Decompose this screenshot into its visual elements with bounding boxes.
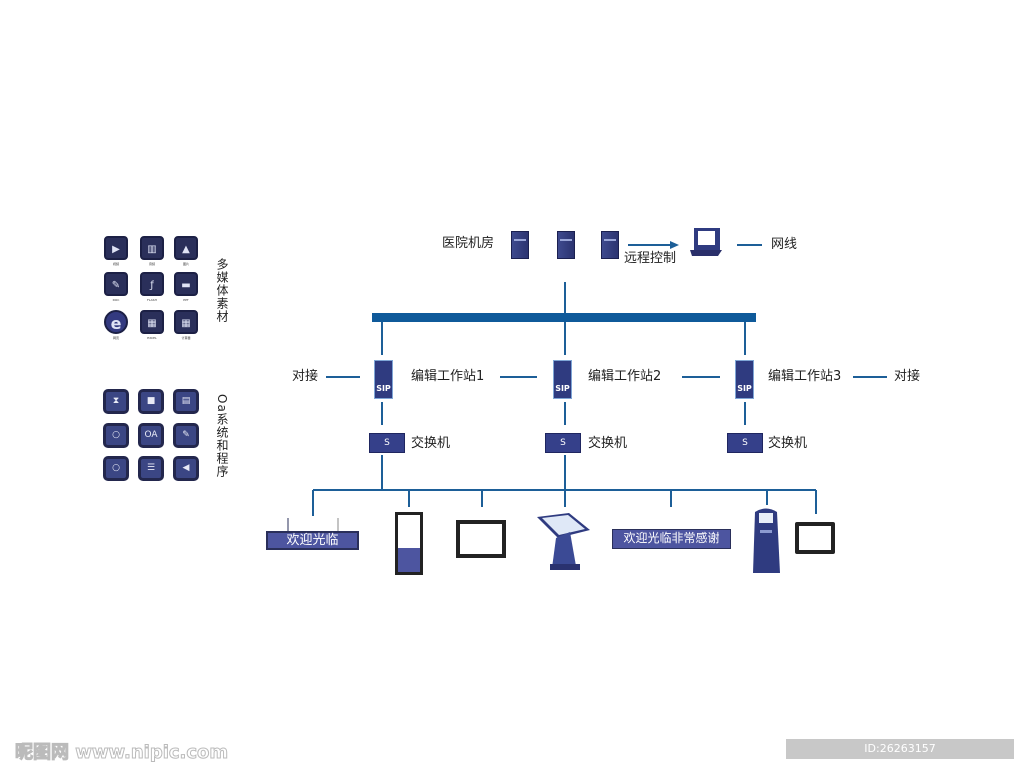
server-room-label: 医院机房 xyxy=(442,236,495,251)
sip-text: SIP xyxy=(376,384,391,393)
multimedia-icon-label: 图片 xyxy=(182,262,189,266)
remote-control-label: 远程控制 xyxy=(624,251,677,266)
switch-1-label: 交换机 xyxy=(411,436,451,451)
switch-icon: S xyxy=(545,433,581,453)
camera-icon: ■ xyxy=(138,389,164,414)
workstation-2-label: 编辑工作站2 xyxy=(588,369,662,384)
circle-icon: ○ xyxy=(103,456,129,481)
oa-icon: OA xyxy=(138,423,164,448)
watermark-logo: 昵图网 www.nipic.com xyxy=(14,742,229,764)
multimedia-title: 多媒体素材 xyxy=(215,258,229,323)
network-cable-label: 网线 xyxy=(771,237,798,252)
audio-icon: ▥ xyxy=(140,236,164,260)
remote-arrow-head xyxy=(670,241,679,249)
switch-icon: S xyxy=(369,433,405,453)
multimedia-icon-label: EXCEL xyxy=(147,336,157,340)
flash-icon: ƒ xyxy=(140,272,164,296)
server-icon xyxy=(557,231,575,259)
ppt-icon: ▬ xyxy=(174,272,198,296)
circle-icon: ○ xyxy=(103,423,129,448)
monitor-icon xyxy=(456,520,506,558)
multimedia-icon-label: PPT xyxy=(183,298,189,302)
excel-icon: ▦ xyxy=(140,310,164,334)
multimedia-icon-label: 计算器 xyxy=(181,336,191,340)
standing-kiosk-icon xyxy=(395,512,423,575)
touch-kiosk-icon xyxy=(537,513,590,570)
tablet-icon xyxy=(795,522,835,554)
server-icon xyxy=(511,231,529,259)
megaphone-icon: ◀ xyxy=(173,456,199,481)
pencil-icon: ✎ xyxy=(173,423,199,448)
document-icon: ✎ xyxy=(104,272,128,296)
queue-machine-icon xyxy=(753,508,780,573)
workstation-1-label: 编辑工作站1 xyxy=(411,369,485,384)
sip-workstation-icon: SIP xyxy=(735,360,754,399)
oa-title: Oa系统和程序 xyxy=(215,394,229,478)
sip-text: SIP xyxy=(555,384,570,393)
calculator-icon: ▦ xyxy=(174,310,198,334)
sip-text: SIP xyxy=(737,384,752,393)
workstation-3-label: 编辑工作站3 xyxy=(768,369,842,384)
multimedia-icon-label: FLASH xyxy=(147,298,157,302)
multimedia-icon-label: 网页 xyxy=(112,336,119,340)
image-icon: ▲ xyxy=(174,236,198,260)
dock-right-label: 对接 xyxy=(894,369,921,384)
video-icon: ▶ xyxy=(104,236,128,260)
hourglass-icon: ⧗ xyxy=(103,389,129,414)
switch-3-label: 交换机 xyxy=(768,436,808,451)
laptop-icon xyxy=(690,228,722,256)
switch-icon: S xyxy=(727,433,763,453)
multimedia-icon-label: 视频 xyxy=(112,262,119,266)
dock-left-label: 对接 xyxy=(292,369,319,384)
multimedia-icon-label: 音频 xyxy=(148,262,155,266)
main-bus xyxy=(372,313,756,322)
sip-workstation-icon: SIP xyxy=(374,360,393,399)
multimedia-icon-label: DOC xyxy=(112,298,120,302)
watermark-id: ID:26263157 NO:20171214110411216032 xyxy=(786,739,1014,769)
list-icon: ☰ xyxy=(138,456,164,481)
server-icon xyxy=(601,231,619,259)
ie-icon: e xyxy=(104,310,128,334)
switch-2-label: 交换机 xyxy=(588,436,628,451)
sip-workstation-icon: SIP xyxy=(553,360,572,399)
led-screen-right: 欢迎光临非常感谢 xyxy=(612,529,731,549)
news-icon: ▤ xyxy=(173,389,199,414)
led-screen-left: 欢迎光临 xyxy=(266,531,359,550)
